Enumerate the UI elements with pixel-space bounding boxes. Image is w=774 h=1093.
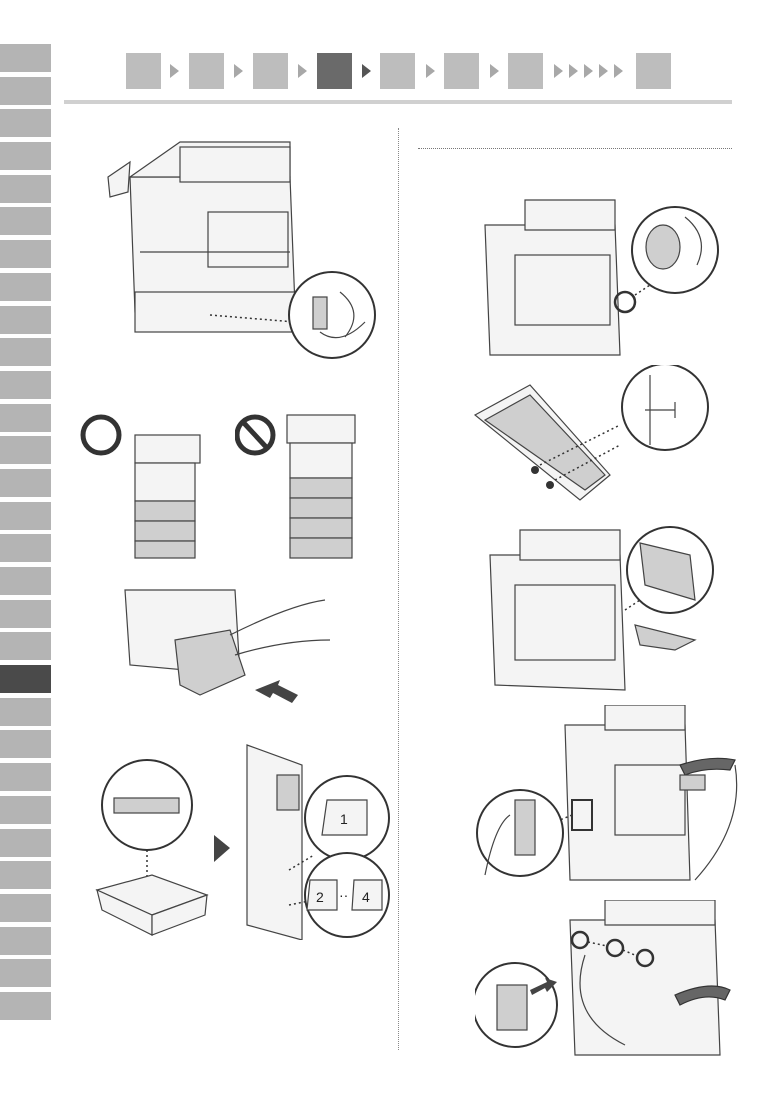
section-tab[interactable]: [0, 109, 51, 137]
next-arrow-icon: [362, 64, 371, 78]
header-rule: [64, 100, 732, 104]
skip-arrow-icon: [569, 64, 578, 78]
section-tab[interactable]: [0, 600, 51, 628]
section-tab[interactable]: [0, 927, 51, 955]
handset-screws-illustration: [470, 365, 715, 505]
section-tab[interactable]: [0, 861, 51, 889]
section-tab[interactable]: [0, 142, 51, 170]
section-tab[interactable]: [0, 796, 51, 824]
panel-label-one: 1: [340, 811, 348, 827]
label-sticker-illustration: 1 2 ·· 4: [92, 740, 392, 940]
section-tab[interactable]: [0, 534, 51, 562]
section-tab[interactable]: [0, 698, 51, 726]
step-box[interactable]: [126, 53, 161, 89]
section-tab-strip: [0, 44, 51, 1025]
step-box[interactable]: [189, 53, 224, 89]
section-tab[interactable]: [0, 763, 51, 791]
section-tab[interactable]: [0, 404, 51, 432]
section-tab[interactable]: [0, 240, 51, 268]
section-tab[interactable]: [0, 632, 51, 660]
ok-circle-icon: [83, 417, 119, 453]
section-tab[interactable]: [0, 502, 51, 530]
step-box-current[interactable]: [317, 53, 352, 89]
section-tab[interactable]: [0, 175, 51, 203]
section-tab[interactable]: [0, 371, 51, 399]
remove-cap-illustration: [480, 195, 720, 360]
section-dotted-rule: [418, 148, 732, 149]
section-tab[interactable]: [0, 469, 51, 497]
section-tab[interactable]: [0, 273, 51, 301]
connect-wall-jack-illustration: [475, 900, 735, 1060]
section-tab[interactable]: [0, 306, 51, 334]
prohibited-icon: [237, 417, 273, 453]
allowed-stack-illustration: [78, 410, 203, 560]
section-tab[interactable]: [0, 338, 51, 366]
printer-rear-lever-illustration: [100, 132, 385, 362]
section-tab[interactable]: [0, 207, 51, 235]
section-tab[interactable]: [0, 730, 51, 758]
prohibited-stack-illustration: [235, 410, 360, 560]
section-tab[interactable]: [0, 567, 51, 595]
section-tab[interactable]: [0, 829, 51, 857]
step-box-last[interactable]: [636, 53, 671, 89]
skip-arrow-icon: [599, 64, 608, 78]
skip-arrow-icon: [554, 64, 563, 78]
section-tab-active[interactable]: [0, 665, 51, 693]
next-arrow-icon: [426, 64, 435, 78]
step-box[interactable]: [253, 53, 288, 89]
skip-arrow-icon: [584, 64, 593, 78]
step-box[interactable]: [508, 53, 543, 89]
section-tab[interactable]: [0, 959, 51, 987]
panel-label-two: 2: [316, 889, 324, 905]
connect-handset-illustration: [475, 705, 745, 885]
section-tab[interactable]: [0, 436, 51, 464]
section-tab[interactable]: [0, 894, 51, 922]
panel-label-range-dots: ··: [339, 887, 348, 903]
panel-label-four: 4: [362, 889, 370, 905]
column-divider: [398, 128, 399, 1050]
mount-cradle-illustration: [480, 525, 720, 695]
section-tab[interactable]: [0, 992, 51, 1020]
step-navigation: [0, 53, 774, 91]
next-arrow-icon: [490, 64, 499, 78]
skip-arrow-icon: [614, 64, 623, 78]
next-arrow-icon: [170, 64, 179, 78]
insert-cassette-illustration: [120, 585, 335, 715]
next-arrow-icon: [298, 64, 307, 78]
next-arrow-icon: [234, 64, 243, 78]
step-box[interactable]: [380, 53, 415, 89]
step-box[interactable]: [444, 53, 479, 89]
